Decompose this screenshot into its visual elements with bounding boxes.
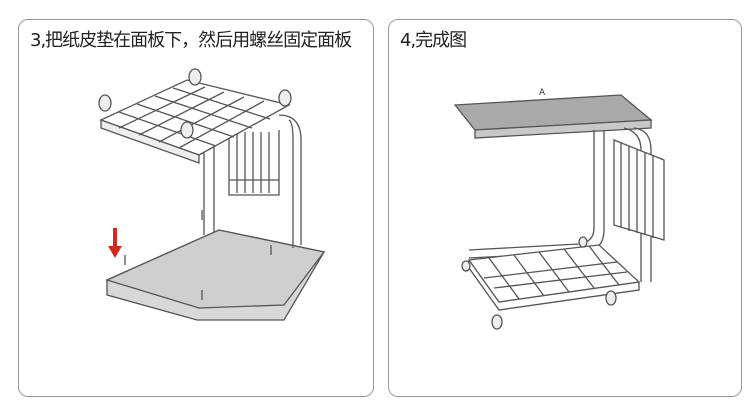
magazine-basket: [613, 139, 665, 241]
down-arrow-icon: [108, 228, 122, 258]
step-3-title: 3,把纸皮垫在面板下，然后用螺丝固定面板: [30, 30, 352, 51]
step-4-panel: 4,完成图 A: [388, 19, 742, 397]
step-4-illustration: A: [453, 88, 665, 330]
frame-post: [623, 127, 652, 282]
frame-post: [203, 143, 215, 235]
step-3-panel: 3,把纸皮垫在面板下，然后用螺丝固定面板: [18, 19, 374, 397]
label-a: A: [539, 88, 546, 98]
magazine-basket: [228, 130, 280, 196]
step-3-illustration: [98, 68, 326, 321]
step-4-title: 4,完成图: [400, 30, 467, 51]
